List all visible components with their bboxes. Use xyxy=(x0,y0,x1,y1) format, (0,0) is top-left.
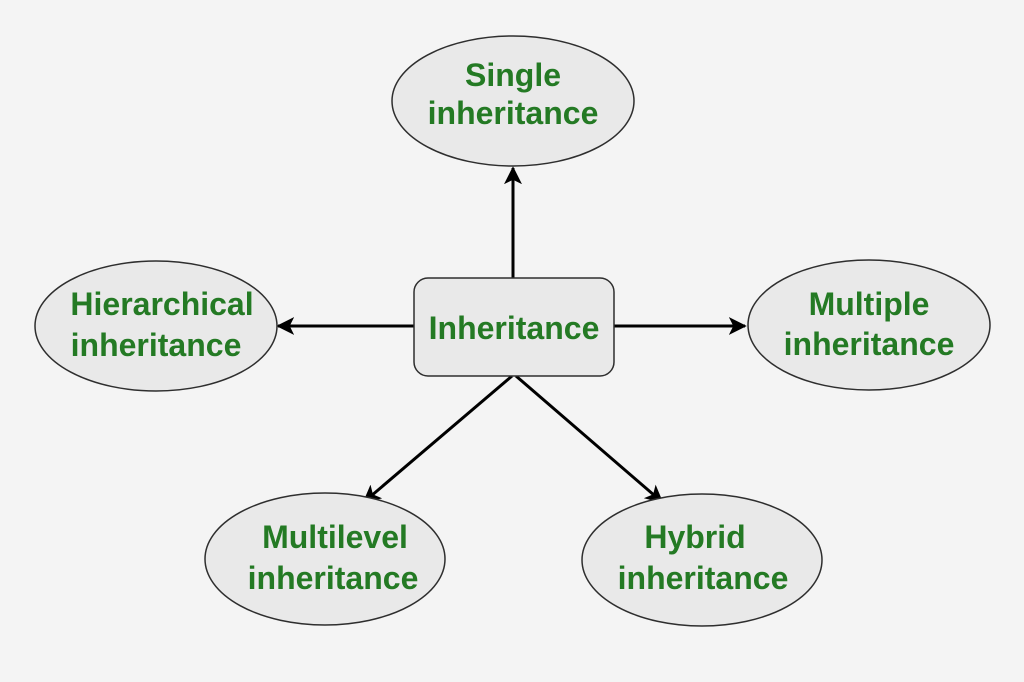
node-single-inheritance: Single inheritance xyxy=(391,35,635,167)
node-multilevel-inheritance: Multilevel inheritance xyxy=(204,492,446,626)
node-hybrid-line-2: inheritance xyxy=(618,560,789,596)
center-node-label: Inheritance xyxy=(429,310,600,346)
node-single-line-2: inheritance xyxy=(428,95,599,131)
node-hierarchical-inheritance: Hierarchical inheritance xyxy=(34,260,278,392)
center-node-inheritance: Inheritance xyxy=(413,277,615,377)
node-multilevel-line-1: Multilevel xyxy=(262,519,408,555)
node-hybrid-inheritance: Hybrid inheritance xyxy=(581,493,823,627)
node-hierarchical-line-1: Hierarchical xyxy=(70,286,253,322)
node-multilevel-line-2: inheritance xyxy=(248,560,419,596)
edge-to-multilevel xyxy=(362,374,513,504)
node-hierarchical-line-2: inheritance xyxy=(71,327,242,363)
edge-to-hybrid xyxy=(515,374,664,504)
node-multiple-inheritance: Multiple inheritance xyxy=(747,259,991,391)
node-single-line-1: Single xyxy=(465,57,561,93)
node-hybrid-line-1: Hybrid xyxy=(644,519,745,555)
node-multiple-line-1: Multiple xyxy=(809,286,930,322)
node-multiple-line-2: inheritance xyxy=(784,326,955,362)
